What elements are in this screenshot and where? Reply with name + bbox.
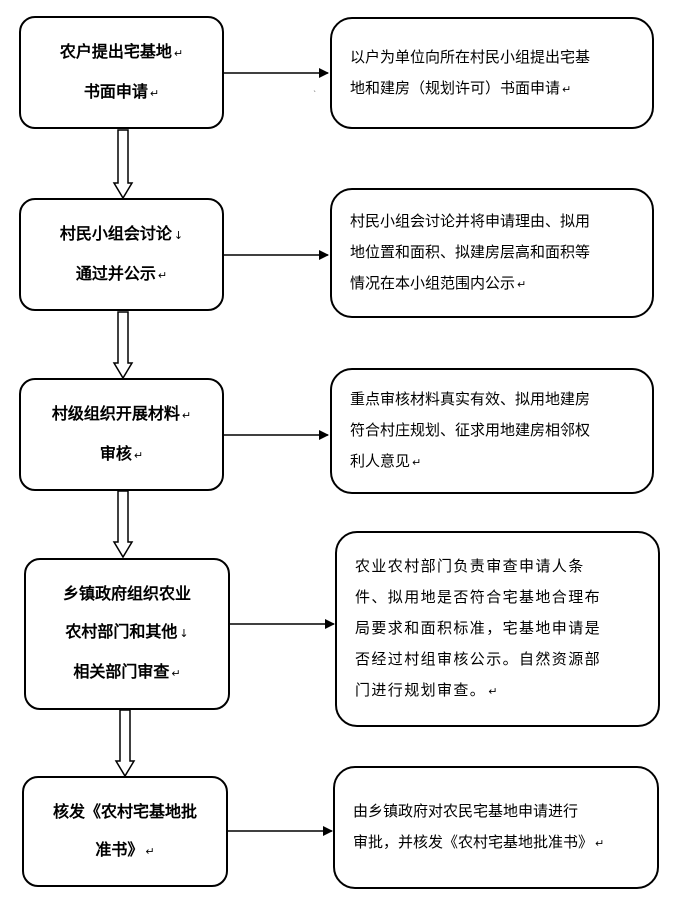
step-2-line-1: 村民小组会讨论↓ (59, 223, 184, 243)
step-3-detail-line-3: 利人意见↵ (350, 452, 422, 470)
arrow-down-1 (112, 129, 134, 200)
step-3-detail-box: 重点审核材料真实有效、拟用地建房 符合村庄规划、征求用地建房相邻权 利人意见↵ (330, 368, 654, 494)
step-1-line-1: 农户提出宅基地↵ (59, 41, 184, 61)
step-5-detail-line-1: 由乡镇政府对农民宅基地申请进行 (353, 802, 579, 820)
step-1-detail-line-1: 以户为单位向所在村民小组提出宅基 (350, 47, 591, 66)
step-1-line-2: 书面申请↵ (83, 81, 160, 101)
step-1-detail-box: 以户为单位向所在村民小组提出宅基 地和建房（规划许可）书面申请↵ (330, 17, 654, 129)
step-5-detail-box: 由乡镇政府对农民宅基地申请进行 审批，并核发《农村宅基地批准书》↵ (333, 766, 659, 889)
step-4-line-1: 乡镇政府组织农业 (62, 584, 191, 603)
step-4-line-3: 相关部门审查↵ (73, 662, 181, 681)
step-2-detail-line-2: 地位置和面积、拟建房层高和面积等 (350, 243, 591, 261)
step-2-detail-box: 村民小组会讨论并将申请理由、拟用 地位置和面积、拟建房层高和面积等 情况在本小组… (330, 188, 654, 318)
step-5-line-1: 核发《农村宅基地批 (52, 801, 197, 821)
step-4-detail-box: 农业农村部门负责审查申请人条 件、拟用地是否符合宅基地合理布 局要求和面积标准，… (335, 531, 660, 727)
step-5-detail-line-2: 审批，并核发《农村宅基地批准书》↵ (353, 833, 605, 851)
step-4-detail-line-3: 局要求和面积标准，宅基地申请是 (355, 619, 602, 637)
step-2-line-2: 通过并公示↵ (75, 263, 168, 283)
step-4-detail-line-2: 件、拟用地是否符合宅基地合理布 (355, 588, 602, 606)
step-4-detail-line-1: 农业农村部门负责审查申请人条 (355, 557, 585, 575)
step-5-box: 核发《农村宅基地批 准书》↵ (22, 776, 228, 887)
step-3-line-2: 审核↵ (99, 443, 144, 463)
step-4-detail-line-4: 否经过村组审核公示。自然资源部 (355, 650, 602, 668)
step-4-detail-line-5: 门进行规划审查。↵ (355, 681, 499, 699)
step-2-detail-line-3: 情况在本小组范围内公示↵ (350, 274, 527, 292)
step-5-line-2: 准书》↵ (95, 839, 155, 859)
step-1-detail-line-2: 地和建房（规划许可）书面申请↵ (350, 78, 572, 97)
arrow-down-3 (112, 490, 134, 559)
step-3-detail-line-1: 重点审核材料真实有效、拟用地建房 (350, 390, 591, 408)
step-4-box: 乡镇政府组织农业 农村部门和其他↓ 相关部门审查↵ (24, 558, 230, 710)
step-4-line-2: 农村部门和其他↓ (65, 622, 189, 641)
arrow-down-4 (114, 709, 136, 778)
step-3-box: 村级组织开展材料↵ 审核↵ (19, 378, 224, 491)
step-3-line-1: 村级组织开展材料↵ (51, 403, 192, 423)
step-3-detail-line-2: 符合村庄规划、征求用地建房相邻权 (350, 421, 591, 439)
step-2-detail-line-1: 村民小组会讨论并将申请理由、拟用 (350, 212, 591, 230)
stray-mark: ` (313, 89, 317, 99)
step-2-box: 村民小组会讨论↓ 通过并公示↵ (19, 198, 224, 311)
step-1-box: 农户提出宅基地↵ 书面申请↵ (19, 16, 224, 129)
arrow-down-2 (112, 311, 134, 380)
